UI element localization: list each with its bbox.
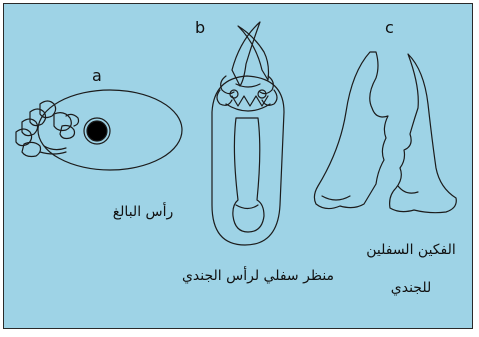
soldier-mandibles-drawing xyxy=(314,52,456,213)
soldier-mandible-right-detached xyxy=(390,54,457,213)
part-label-b: b xyxy=(195,18,205,37)
soldier-head-capsule xyxy=(212,76,284,245)
caption-adult-head: رأس البالغ xyxy=(98,204,188,220)
soldier-head-gula xyxy=(233,118,264,232)
caption-soldier-mandibles-line1: الفكين السفلين xyxy=(356,242,466,258)
adult-head-mouthparts xyxy=(54,113,71,131)
part-label-a: a xyxy=(92,66,102,85)
soldier-mandible-left-detached xyxy=(314,52,388,209)
adult-head-eye xyxy=(87,121,107,141)
caption-soldier-head-ventral: منظر سفلي لرأس الجندي xyxy=(178,268,338,284)
soldier-head-drawing xyxy=(212,22,284,245)
caption-soldier-mandibles-line2: للجندي xyxy=(356,280,466,296)
adult-head-drawing xyxy=(16,90,182,170)
part-label-c: c xyxy=(385,18,394,37)
soldier-mandible-right xyxy=(238,26,269,80)
